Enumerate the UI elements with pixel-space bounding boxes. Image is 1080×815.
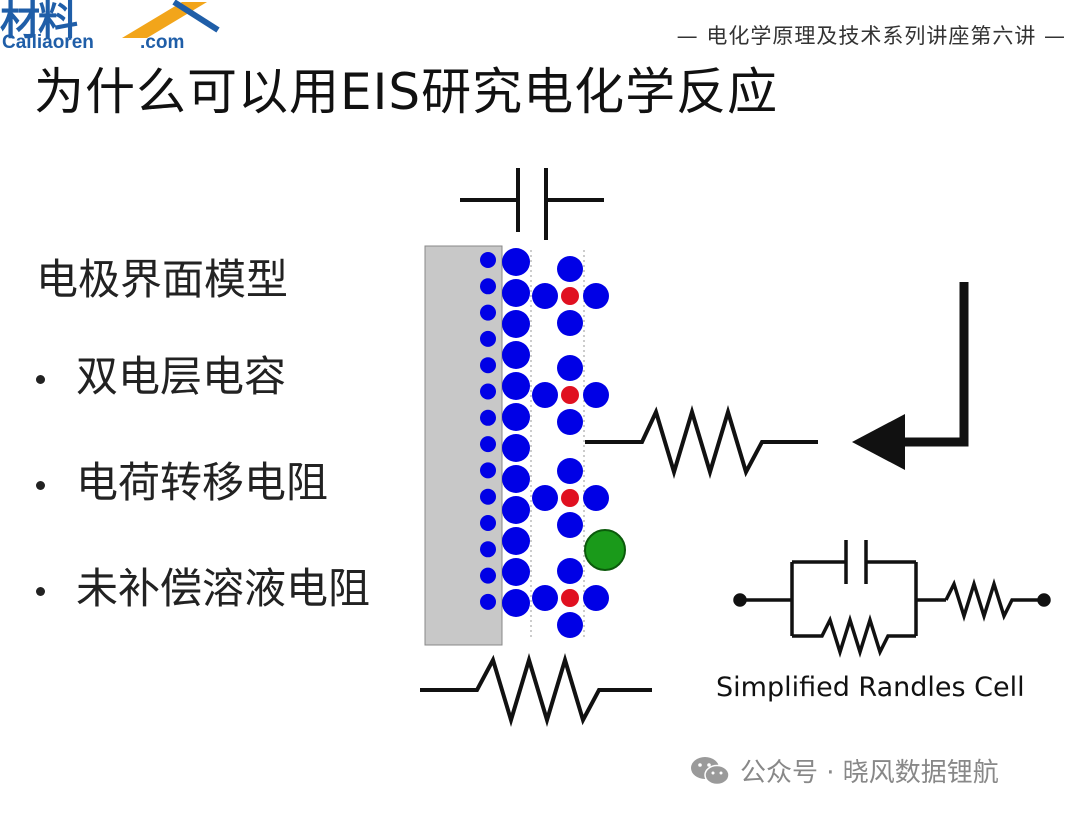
solvated-ion: [502, 279, 530, 307]
adsorbed-ion: [480, 462, 496, 479]
solvated-ion: [502, 372, 530, 400]
solvent-molecule: [583, 485, 609, 511]
adsorbed-ion: [480, 278, 496, 295]
solvated-ion: [502, 496, 530, 524]
capacitor-symbol: [460, 168, 604, 240]
solvated-ion: [502, 310, 530, 338]
solvent-molecule: [557, 558, 583, 584]
randles-cell-circuit: [733, 540, 1051, 658]
adsorbed-ion: [480, 304, 496, 321]
bullet-text: 双电层电容: [76, 352, 287, 401]
solvent-molecule: [557, 409, 583, 435]
adsorbed-ion: [480, 436, 496, 453]
logo-slash-icon: [122, 0, 220, 38]
solvated-ion: [502, 558, 530, 586]
series-header: — 电化学原理及技术系列讲座第六讲 —: [676, 24, 1066, 48]
cation: [561, 589, 579, 607]
solvent-molecule: [557, 355, 583, 381]
bullet-dot-icon: [36, 375, 45, 384]
logo-domain-text: .com: [140, 32, 185, 53]
bullet-item: 双电层电容: [36, 350, 396, 404]
bullet-item: 电荷转移电阻: [36, 456, 396, 510]
watermark-text: 公众号 · 晓风数据锂航: [740, 758, 999, 788]
solvated-ion: [502, 248, 530, 276]
solvent-molecule: [557, 612, 583, 638]
model-heading: 电极界面模型: [36, 255, 289, 304]
cation: [561, 489, 579, 507]
cation: [561, 287, 579, 305]
bullet-text: 电荷转移电阻: [76, 458, 329, 507]
solvent-molecule: [557, 458, 583, 484]
adsorbed-ion: [480, 357, 496, 374]
cation: [561, 386, 579, 404]
logo: 材料 Cailiaoren .com: [0, 0, 230, 56]
solvent-molecule: [583, 585, 609, 611]
logo-sub-text: Cailiaoren: [2, 32, 94, 53]
adsorbed-ion: [480, 567, 496, 584]
adsorbed-ion: [480, 515, 496, 531]
logo-main-text: 材料: [0, 0, 78, 44]
bullet-item: 未补偿溶液电阻: [36, 562, 396, 616]
solvent-molecule: [532, 382, 558, 408]
solvated-ion: [502, 527, 530, 555]
ion-layer: [480, 248, 609, 638]
solvated-ion: [502, 465, 530, 493]
adsorbed-ion: [480, 409, 496, 426]
solvent-molecule: [532, 585, 558, 611]
bullet-dot-icon: [36, 481, 45, 490]
bullet-list: 双电层电容 电荷转移电阻 未补偿溶液电阻: [36, 350, 396, 616]
solvated-ion: [502, 403, 530, 431]
watermark: 公众号 · 晓风数据锂航: [690, 752, 999, 789]
bullet-text: 未补偿溶液电阻: [76, 564, 371, 613]
adsorbed-ion: [480, 593, 496, 610]
page-title: 为什么可以用EIS研究电化学反应: [34, 63, 779, 121]
adsorbed-ion: [480, 330, 496, 347]
solvent-molecule: [557, 310, 583, 336]
randles-cell-caption: Simplified Randles Cell: [716, 672, 1025, 703]
adsorbed-ion: [480, 488, 496, 505]
solvent-molecule: [583, 283, 609, 309]
solvent-molecule: [532, 485, 558, 511]
solvent-molecule: [557, 256, 583, 282]
solution-resistor: [420, 653, 652, 727]
adsorbed-ion: [480, 383, 496, 400]
bullet-dot-icon: [36, 587, 45, 596]
solvent-molecule: [583, 382, 609, 408]
charge-transfer-resistor: [585, 405, 818, 479]
solvated-ion: [502, 434, 530, 462]
solvent-molecule: [557, 512, 583, 538]
reacting-species: [584, 529, 626, 571]
wechat-icon: [691, 756, 730, 785]
solvated-ion: [502, 341, 530, 369]
solvated-ion: [502, 589, 530, 617]
arrow-left-icon: [852, 282, 969, 470]
adsorbed-ion: [480, 252, 496, 268]
adsorbed-ion: [480, 541, 496, 558]
solvent-molecule: [532, 283, 558, 309]
